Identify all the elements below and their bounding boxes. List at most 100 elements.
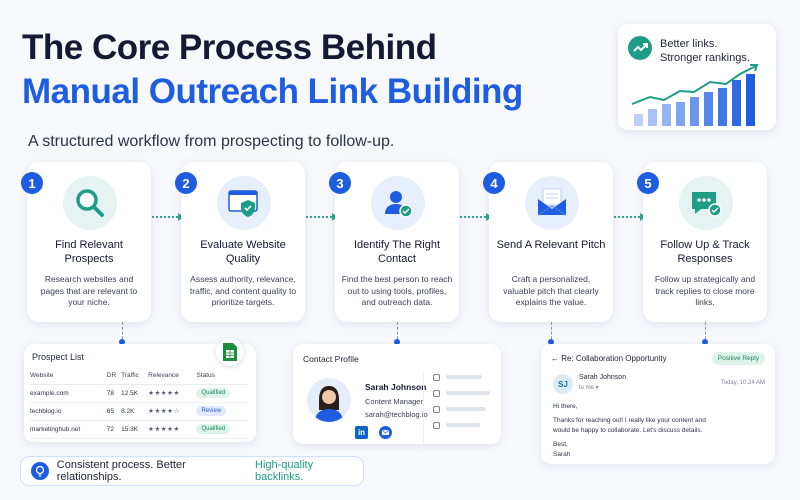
calendar-icon bbox=[433, 373, 440, 381]
step-description: Research websites and pages that are rel… bbox=[40, 274, 138, 307]
connector-dot bbox=[702, 339, 708, 345]
pin-icon bbox=[433, 421, 440, 429]
growth-chart-icon bbox=[631, 64, 759, 126]
back-arrow-icon[interactable]: ← bbox=[551, 354, 559, 363]
table-row[interactable]: techblog.io 65 8.2K ★★★★☆ Review bbox=[30, 402, 248, 421]
linkedin-icon[interactable]: in bbox=[355, 426, 368, 439]
step-title: Find Relevant Prospects bbox=[55, 239, 123, 265]
profile-detail-row bbox=[433, 372, 482, 382]
email-sender: Sarah Johnson bbox=[579, 374, 627, 381]
column-header: Traffic bbox=[121, 368, 149, 385]
location-icon bbox=[433, 389, 440, 397]
cell-website: example.com bbox=[30, 384, 107, 403]
cell-dr: 65 bbox=[106, 402, 122, 421]
hero-line1: Better links. bbox=[660, 38, 718, 50]
step-description: Assess authority, relevance, traffic, an… bbox=[189, 274, 297, 307]
page-title-line1: The Core Process Behind bbox=[22, 28, 437, 67]
placeholder-bar bbox=[446, 391, 490, 395]
step-card-2: 2 Evaluate Website Quality Assess author… bbox=[175, 162, 305, 322]
cell-relevance: ★★★★☆ bbox=[148, 402, 197, 421]
search-icon bbox=[63, 176, 117, 230]
step-number: 5 bbox=[637, 172, 659, 194]
email-line: Thanks for reaching out! I really like y… bbox=[553, 417, 706, 424]
profile-detail-row bbox=[433, 404, 486, 414]
placeholder-bar bbox=[446, 407, 486, 411]
divider bbox=[423, 372, 424, 452]
page-title-line2: Manual Outreach Link Building bbox=[22, 72, 523, 111]
cell-website: marketinghub.net bbox=[30, 420, 107, 439]
footer-text: Consistent process. Better relationships… bbox=[56, 459, 186, 483]
connector-line bbox=[551, 322, 552, 344]
contact-profile-title: Contact Profile bbox=[303, 354, 359, 364]
footer-highlight: High-quality backlinks. bbox=[255, 459, 314, 483]
email-icon[interactable] bbox=[379, 426, 392, 439]
cell-relevance: ★★★★★ bbox=[148, 384, 197, 403]
prospect-list-card: Prospect List Website DR Traffic Relevan… bbox=[24, 344, 256, 442]
footer-banner: Consistent process. Better relationships… bbox=[20, 456, 364, 486]
column-header: Website bbox=[30, 368, 107, 385]
email-subject: ← Re: Collaboration Opportunity bbox=[551, 354, 667, 363]
email-subject-text: Re: Collaboration Opportunity bbox=[561, 354, 667, 363]
chat-check-icon bbox=[679, 176, 733, 230]
table-row[interactable]: example.com 78 12.5K ★★★★★ Qualified bbox=[30, 384, 248, 403]
email-body: Hi there, Thanks for reaching out! I rea… bbox=[553, 402, 765, 460]
cell-relevance: ★★★★★ bbox=[148, 420, 197, 439]
step-number: 3 bbox=[329, 172, 351, 194]
hero-growth-card: Better links. Stronger rankings. bbox=[618, 24, 776, 130]
step-description: Craft a personalized, valuable pitch tha… bbox=[503, 274, 599, 307]
connector-line bbox=[397, 322, 398, 344]
step-card-5: 5 Follow Up & Track Responses Follow up … bbox=[637, 162, 767, 322]
status-badge: Qualified bbox=[196, 424, 231, 434]
profile-detail-row bbox=[433, 388, 490, 398]
prospect-list-title: Prospect List bbox=[32, 352, 85, 362]
contact-role: Content Manager bbox=[365, 397, 423, 406]
flow-arrow bbox=[460, 213, 492, 221]
prospect-table: Website DR Traffic Relevance Status exam… bbox=[30, 368, 248, 439]
flow-arrow bbox=[614, 213, 646, 221]
contact-profile-card: Contact Profile Sarah Johnson Content Ma… bbox=[293, 344, 501, 452]
trend-up-icon bbox=[628, 36, 652, 60]
step-title: Follow Up & Track Responses bbox=[660, 239, 750, 265]
contact-name: Sarah Johnson bbox=[365, 382, 427, 392]
status-badge: Positive Reply bbox=[711, 352, 765, 365]
placeholder-bar bbox=[446, 375, 482, 379]
email-line: Hi there, bbox=[553, 403, 578, 410]
email-line: Sarah bbox=[553, 451, 571, 458]
shield-check-icon bbox=[217, 176, 271, 230]
step-card-4: 4 Send A Relevant Pitch Craft a personal… bbox=[483, 162, 613, 322]
email-recipient[interactable]: to me ▾ bbox=[579, 385, 599, 391]
mail-icon bbox=[525, 176, 579, 230]
cell-traffic: 12.5K bbox=[121, 384, 149, 403]
user-check-icon bbox=[371, 176, 425, 230]
step-number: 2 bbox=[175, 172, 197, 194]
column-header: Relevance bbox=[148, 368, 197, 385]
connector-dot bbox=[394, 339, 400, 345]
status-badge: Review bbox=[196, 406, 227, 416]
spreadsheet-icon bbox=[216, 338, 244, 366]
step-description: Find the best person to reach out to usi… bbox=[341, 274, 453, 307]
contact-email[interactable]: sarah@techblog.io bbox=[365, 410, 428, 419]
step-card-1: 1 Find Relevant Prospects Research websi… bbox=[21, 162, 151, 322]
sender-avatar: SJ bbox=[553, 374, 573, 394]
connector-line bbox=[705, 322, 706, 344]
connector-dot bbox=[548, 339, 554, 345]
step-description: Follow up strategically and track replie… bbox=[654, 274, 756, 307]
cell-dr: 78 bbox=[106, 384, 122, 403]
step-title: Evaluate Website Quality bbox=[200, 239, 286, 265]
profile-detail-row bbox=[433, 420, 480, 430]
email-timestamp: Today, 10:24 AM bbox=[720, 380, 765, 386]
flow-arrow bbox=[152, 213, 184, 221]
connector-line bbox=[122, 322, 123, 344]
avatar bbox=[307, 378, 351, 422]
status-badge: Qualified bbox=[196, 388, 231, 398]
cell-website: techblog.io bbox=[30, 402, 107, 421]
step-title: Identify The Right Contact bbox=[353, 239, 440, 265]
hero-line2: Stronger rankings. bbox=[660, 52, 750, 64]
cell-traffic: 15.3K bbox=[121, 420, 149, 439]
connector-dot bbox=[119, 339, 125, 345]
column-header: Status bbox=[196, 368, 248, 385]
step-number: 1 bbox=[21, 172, 43, 194]
table-row[interactable]: marketinghub.net 72 15.3K ★★★★★ Qualifie… bbox=[30, 420, 248, 439]
step-title: Send A Relevant Pitch bbox=[496, 239, 606, 251]
page-subtitle: A structured workflow from prospecting t… bbox=[28, 133, 395, 150]
